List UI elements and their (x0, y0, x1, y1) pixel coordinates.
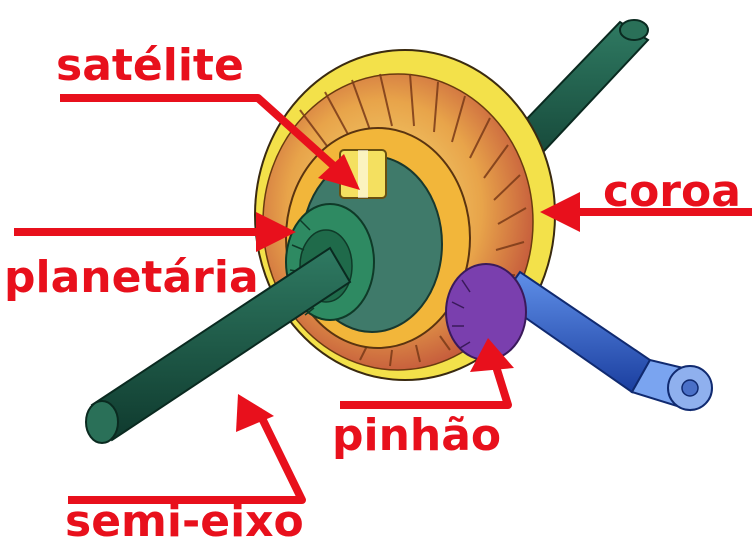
label-semi-eixo: semi-eixo (65, 500, 304, 544)
label-planetaria: planetária (4, 256, 259, 300)
label-satelite: satélite (56, 44, 244, 88)
label-pinhao: pinhão (332, 414, 501, 458)
label-coroa: coroa (603, 170, 741, 214)
pinion-shaft (500, 272, 712, 410)
arrow-planetaria (14, 212, 296, 252)
